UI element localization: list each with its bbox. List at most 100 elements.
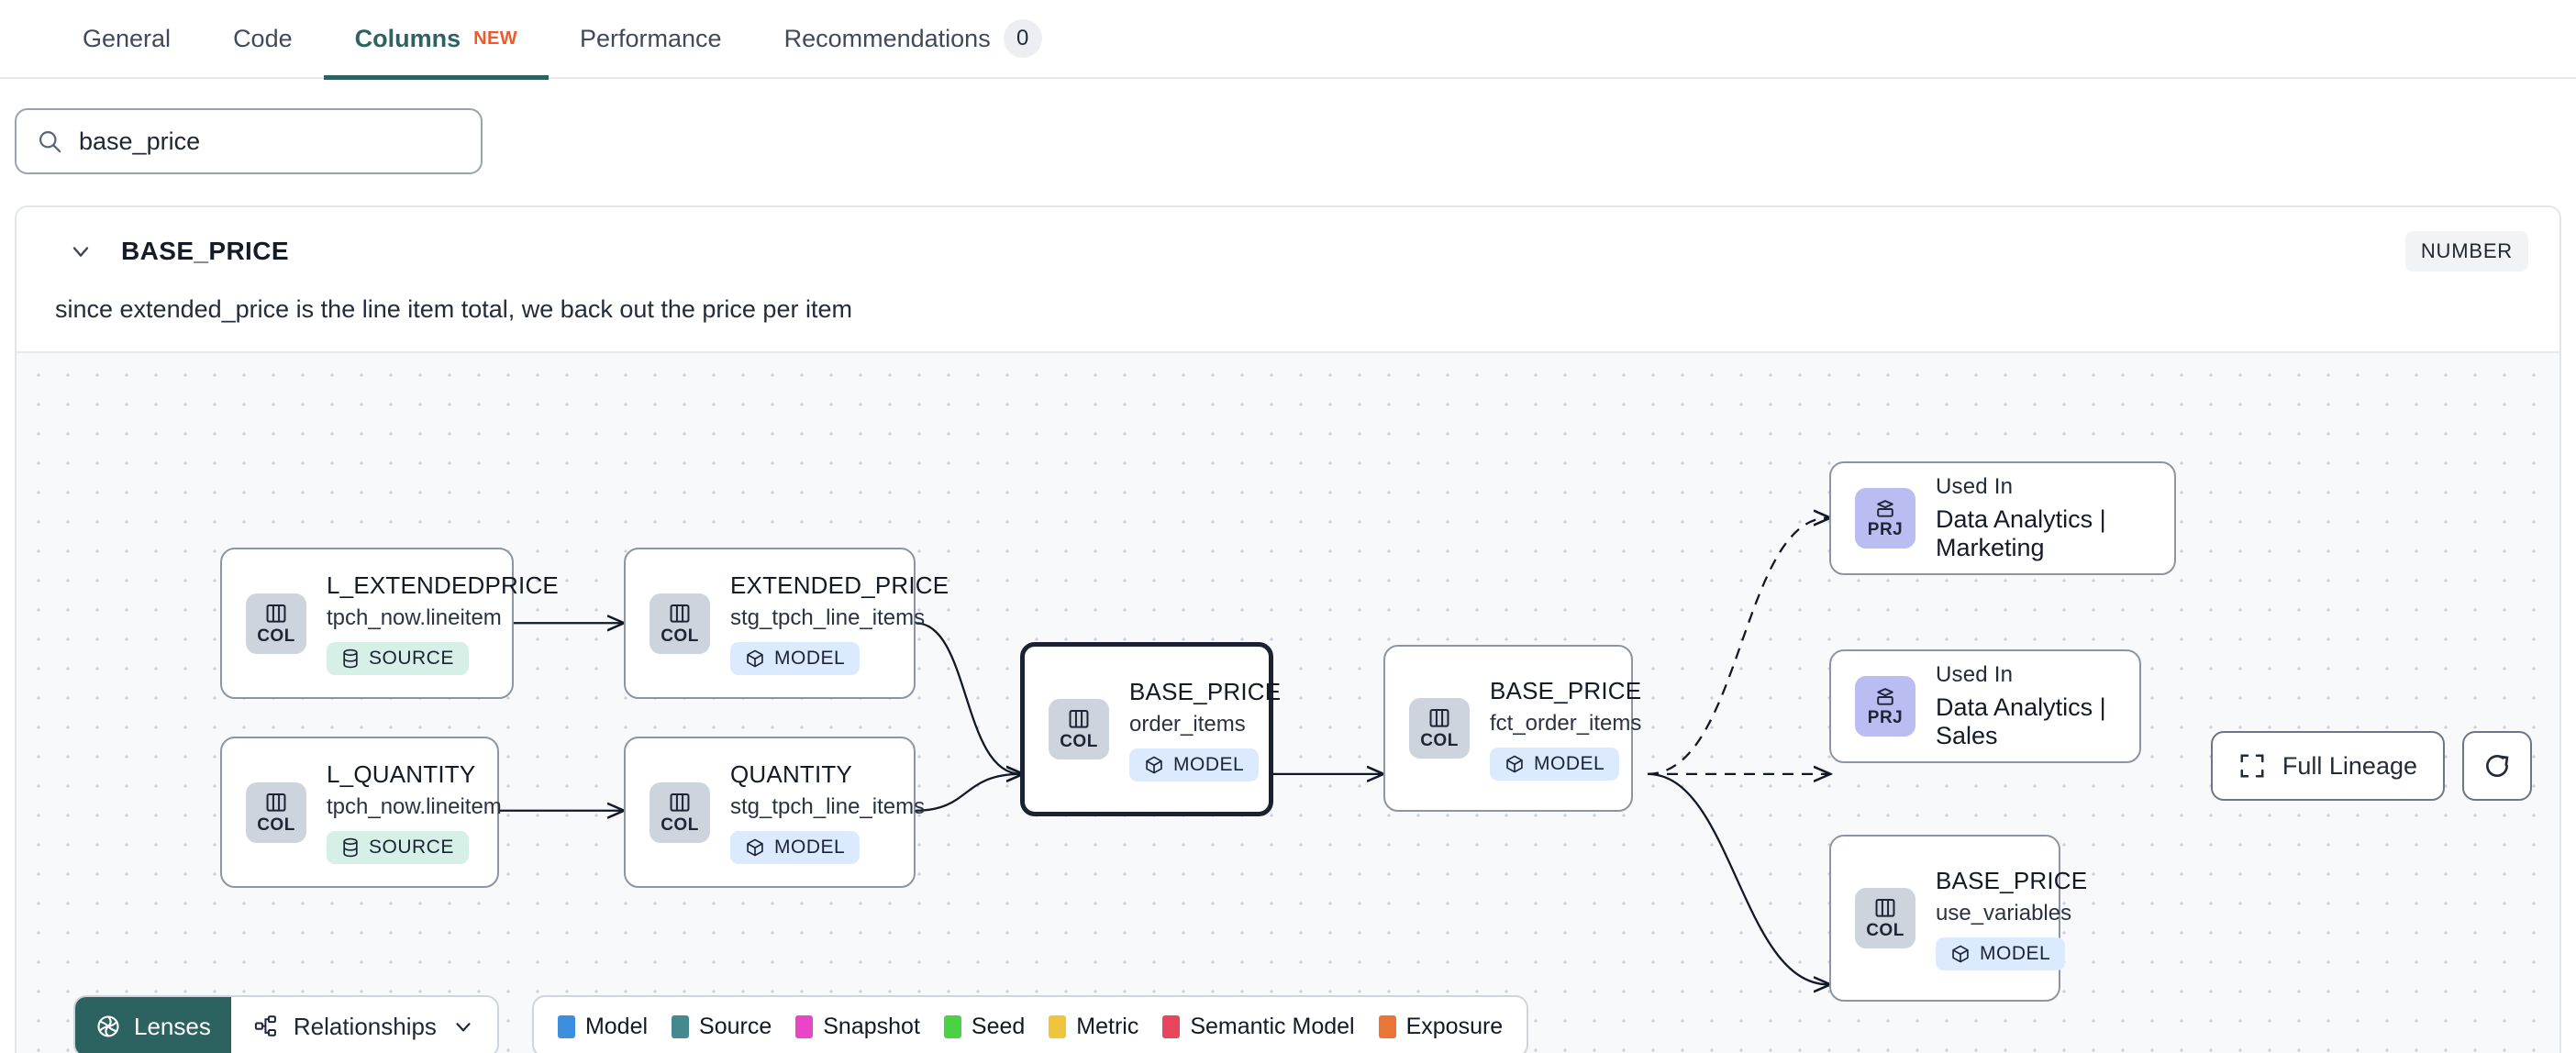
node-kind-badge: MODEL	[730, 831, 861, 864]
legend-swatch	[795, 1014, 814, 1038]
node-body: L_EXTENDEDPRICE tpch_now.lineitem SOURCE	[327, 571, 559, 675]
node-subtitle: tpch_now.lineitem	[327, 794, 502, 819]
column-icon: COL	[650, 781, 710, 843]
column-icon: COL	[246, 781, 306, 843]
legend-label: Seed	[971, 1013, 1026, 1039]
badge-label: COL	[1420, 731, 1459, 750]
node-title: L_EXTENDEDPRICE	[327, 571, 559, 599]
column-header[interactable]: BASE_PRICE NUMBER	[17, 207, 2559, 295]
column-icon: COL	[1049, 699, 1109, 759]
hierarchy-icon	[253, 1014, 279, 1039]
tab-bar: General Code Columns NEW Performance Rec…	[0, 0, 2576, 80]
page-title: BASE_PRICE	[121, 237, 289, 265]
node-title: L_QUANTITY	[327, 760, 476, 788]
badge-label: COL	[257, 626, 295, 646]
legend-label: Model	[584, 1013, 649, 1039]
tab-recommendations[interactable]: Recommendations 0	[753, 0, 1073, 78]
node-body: BASE_PRICE fct_order_items MODEL	[1490, 677, 1641, 781]
lenses-group: Lenses Relationships	[73, 995, 499, 1053]
relationships-dropdown[interactable]: Relationships	[231, 997, 497, 1053]
chevron-down-icon	[451, 1014, 475, 1038]
node-title: BASE_PRICE	[1936, 866, 2088, 894]
lineage-node-project-marketing[interactable]: PRJ Used In Data Analytics | Marketing	[1829, 461, 2176, 575]
lineage-node-base-price-order-items[interactable]: COL BASE_PRICE order_items MODEL	[1020, 642, 1281, 816]
node-title: QUANTITY	[730, 760, 853, 788]
node-kind-badge: MODEL	[730, 642, 861, 675]
search-icon	[37, 128, 62, 154]
badge-label: PRJ	[1867, 708, 1904, 727]
node-title: Used In	[1936, 662, 2014, 687]
node-subtitle: Data Analytics | Marketing	[1936, 505, 2106, 561]
full-lineage-label: Full Lineage	[2282, 751, 2417, 780]
lineage-canvas[interactable]: COL L_EXTENDEDPRICE tpch_now.lineitem SO…	[17, 351, 2559, 1053]
badge-label: COL	[661, 815, 699, 835]
tab-label: General	[83, 24, 172, 52]
lineage-node-base-price-use-variables[interactable]: COL BASE_PRICE use_variables MODEL	[1829, 835, 2087, 1002]
recommendations-count-badge: 0	[1003, 19, 1042, 58]
column-icon: COL	[1409, 698, 1470, 759]
legend-item-source: Source	[672, 1014, 772, 1040]
lenses-button[interactable]: Lenses	[75, 997, 231, 1053]
node-title: Used In	[1936, 474, 2014, 499]
kind-label: MODEL	[1173, 753, 1245, 775]
node-kind-badge: SOURCE	[327, 831, 469, 864]
node-subtitle: Data Analytics | Sales	[1936, 693, 2106, 749]
tab-performance[interactable]: Performance	[549, 0, 753, 78]
badge-label: COL	[1866, 921, 1904, 940]
tab-columns[interactable]: Columns NEW	[323, 0, 550, 80]
chevron-down-icon[interactable]	[68, 238, 94, 264]
node-kind-badge: MODEL	[1490, 747, 1620, 781]
full-lineage-button[interactable]: Full Lineage	[2210, 731, 2445, 801]
legend-item-model: Model	[557, 1013, 649, 1040]
lineage-edges	[305, 353, 2559, 1053]
refresh-button[interactable]	[2462, 731, 2532, 801]
lineage-node-l-quantity[interactable]: COL L_QUANTITY tpch_now.lineitem SOURCE	[220, 737, 502, 888]
node-title: EXTENDED_PRICE	[730, 571, 949, 599]
legend-swatch	[1162, 1014, 1181, 1038]
refresh-icon	[2482, 751, 2512, 781]
legend-item-semantic-model: Semantic Model	[1162, 1013, 1355, 1040]
column-type-badge: NUMBER	[2404, 231, 2528, 272]
legend-swatch	[943, 1014, 961, 1038]
legend-label: Source	[699, 1013, 772, 1039]
node-subtitle: use_variables	[1936, 900, 2072, 926]
legend-label: Semantic Model	[1190, 1013, 1355, 1039]
legend-swatch	[1049, 1014, 1067, 1038]
tab-label: Recommendations	[783, 24, 991, 52]
legend-item-metric: Metric	[1049, 1014, 1138, 1040]
kind-label: MODEL	[1980, 942, 2051, 964]
lineage-node-l-extendedprice[interactable]: COL L_EXTENDEDPRICE tpch_now.lineitem SO…	[220, 548, 559, 699]
node-subtitle: tpch_now.lineitem	[327, 605, 502, 630]
node-subtitle: order_items	[1129, 711, 1246, 737]
legend-swatch	[1378, 1014, 1396, 1038]
kind-label: SOURCE	[369, 648, 454, 669]
search-area: base_price	[0, 79, 2576, 174]
aperture-icon	[95, 1014, 121, 1039]
kind-label: MODEL	[1534, 752, 1605, 774]
node-subtitle: stg_tpch_line_items	[730, 794, 926, 819]
canvas-bottom-bar: Lenses Relationships	[73, 995, 1529, 1053]
node-kind-badge: SOURCE	[327, 642, 469, 675]
badge-label: COL	[257, 815, 295, 835]
lineage-node-extended-price[interactable]: COL EXTENDED_PRICE stg_tpch_line_items M…	[624, 548, 949, 699]
column-icon: COL	[246, 593, 306, 654]
legend-item-exposure: Exposure	[1378, 1014, 1503, 1040]
column-card: BASE_PRICE NUMBER since extended_price i…	[15, 205, 2561, 1053]
kind-label: MODEL	[774, 837, 846, 858]
tab-code[interactable]: Code	[202, 0, 324, 78]
legend-item-seed: Seed	[943, 1013, 1026, 1040]
node-body: EXTENDED_PRICE stg_tpch_line_items MODEL	[730, 571, 949, 675]
lineage-node-quantity[interactable]: COL QUANTITY stg_tpch_line_items MODEL	[624, 737, 925, 888]
lineage-node-base-price-fct-order-items[interactable]: COL BASE_PRICE fct_order_items MODEL	[1383, 645, 1641, 812]
project-icon: PRJ	[1855, 488, 1915, 549]
tab-label: Columns	[354, 24, 461, 52]
expand-icon	[2238, 752, 2266, 780]
tab-general[interactable]: General	[51, 0, 202, 78]
badge-label: COL	[1060, 732, 1098, 751]
lineage-node-project-sales[interactable]: PRJ Used In Data Analytics | Sales	[1829, 649, 2141, 763]
node-body: QUANTITY stg_tpch_line_items MODEL	[730, 760, 925, 864]
node-title: BASE_PRICE	[1490, 676, 1642, 704]
tab-label: Code	[233, 24, 293, 52]
search-input[interactable]: base_price	[15, 108, 483, 174]
node-subtitle: stg_tpch_line_items	[730, 605, 926, 630]
